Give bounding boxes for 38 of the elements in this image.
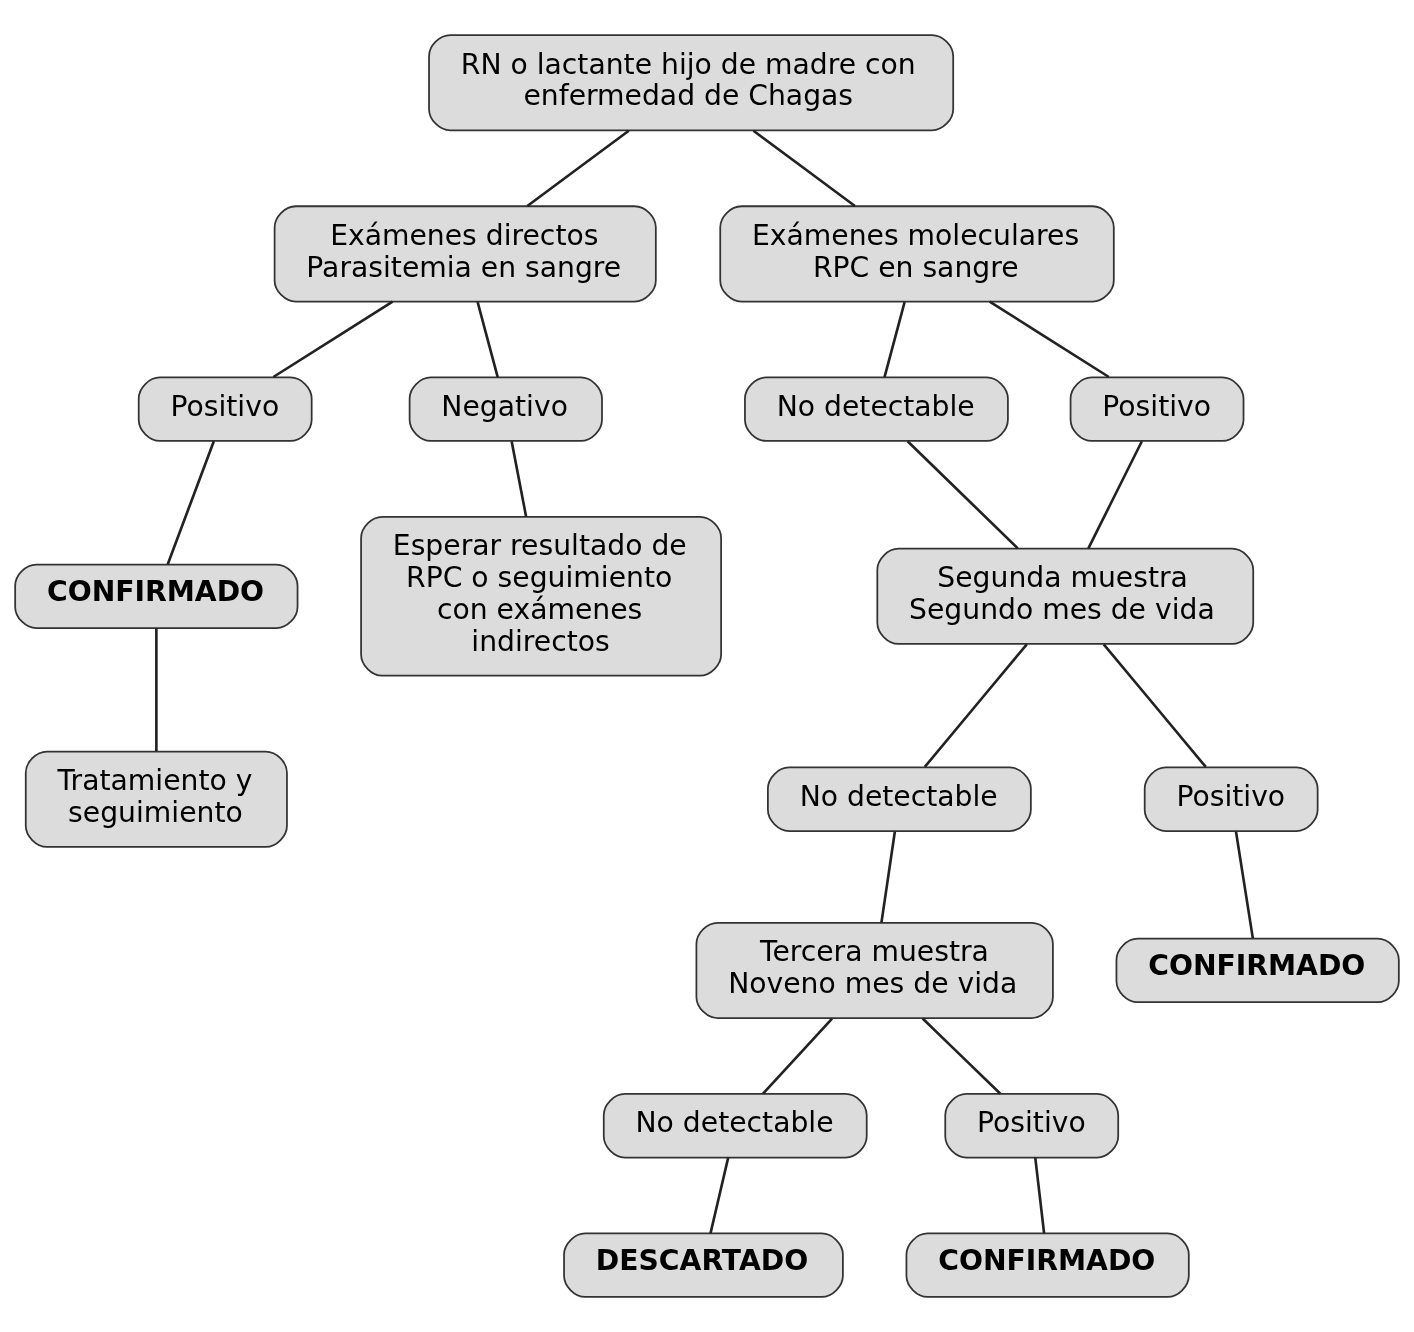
connector	[1234, 831, 1255, 939]
connector	[155, 628, 158, 752]
node-box: Positivo	[137, 376, 313, 442]
connector	[272, 300, 394, 379]
connector	[476, 301, 499, 378]
connector	[883, 301, 906, 378]
connector	[1102, 643, 1207, 768]
node-box: Esperar resultado de RPC o seguimiento con exámenes indirectos	[360, 516, 722, 677]
node-box: Segunda muestra Segundo mes de vida	[876, 547, 1255, 645]
node-box: Positivo	[1143, 766, 1319, 832]
node-box: Negativo	[408, 376, 603, 442]
connector	[1033, 1157, 1046, 1234]
node-box: RN o lactante hijo de madre con enfermedad de Chagas	[428, 34, 955, 132]
node-box: No detectable	[744, 376, 1009, 442]
node-box: CONFIRMADO	[1115, 937, 1400, 1004]
node-box: Exámenes directos Parasitemia en sangre	[273, 205, 657, 303]
node-box: Positivo	[944, 1093, 1120, 1159]
connector	[1087, 440, 1144, 549]
connector	[166, 440, 216, 565]
connector	[762, 1017, 834, 1095]
node-box: DESCARTADO	[563, 1232, 844, 1298]
connector	[709, 1157, 730, 1234]
connector	[923, 643, 1028, 768]
node-box: No detectable	[602, 1093, 868, 1159]
connector	[921, 1017, 1002, 1095]
connector	[526, 129, 630, 208]
node-box: No detectable	[767, 766, 1032, 832]
connector	[752, 129, 856, 208]
connector	[880, 831, 897, 923]
connector	[510, 441, 528, 517]
node-box: CONFIRMADO	[14, 563, 299, 629]
connector	[906, 440, 1019, 550]
node-box: Positivo	[1069, 376, 1245, 442]
node-box: Tercera muestra Noveno mes de vida	[695, 921, 1054, 1019]
node-box: Tratamiento y seguimiento	[24, 750, 288, 848]
node-box: Exámenes moleculares RPC en sangre	[719, 205, 1115, 303]
connector	[988, 300, 1110, 379]
node-box: CONFIRMADO	[905, 1232, 1190, 1298]
